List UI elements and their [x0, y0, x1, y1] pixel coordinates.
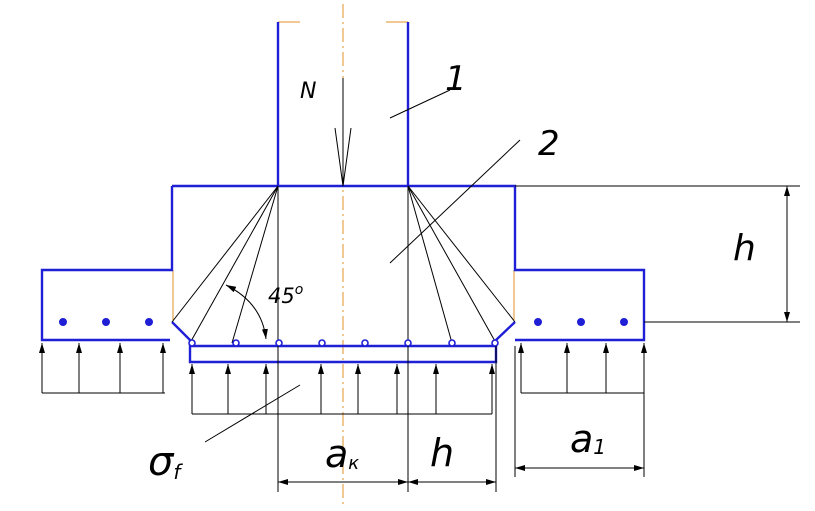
bottom-dimensions — [277, 346, 645, 492]
rebar-row-bottom — [188, 339, 499, 347]
callout-1-leader — [389, 89, 451, 119]
angle-value: 45 — [268, 284, 295, 308]
callout-2-leader — [389, 139, 521, 264]
stress-leader — [204, 384, 301, 443]
callout-1-label: 1 — [445, 59, 467, 99]
height-dimension — [515, 185, 800, 323]
angle-degree: o — [295, 282, 304, 298]
step-width-symbol: a — [570, 417, 593, 461]
bottom-height-label: h — [430, 431, 454, 475]
soil-pressure-right — [518, 343, 647, 394]
stress-symbol: σ — [148, 439, 175, 485]
rebar-row-right — [534, 318, 628, 326]
stress-label: σf — [148, 439, 183, 485]
punching-base-plate — [171, 321, 516, 364]
column-width-symbol: a — [325, 432, 348, 476]
force-label: N — [300, 79, 316, 104]
force-arrow — [334, 78, 352, 187]
column-width-label: aк — [325, 432, 359, 476]
column-width-subscript: к — [348, 453, 359, 474]
column-outline — [276, 22, 410, 186]
step-width-label: a1 — [570, 417, 606, 461]
foundation-outline — [40, 184, 646, 342]
height-label: h — [733, 228, 756, 269]
callout-2-label: 2 — [538, 124, 560, 164]
rebar-row-left — [59, 318, 153, 326]
soil-pressure-center — [189, 364, 495, 415]
angle-arc — [225, 284, 268, 340]
soil-pressure-left — [39, 343, 166, 394]
angle-label: 45o — [268, 282, 303, 308]
step-width-subscript: 1 — [593, 435, 606, 459]
stress-subscript: f — [173, 460, 183, 484]
